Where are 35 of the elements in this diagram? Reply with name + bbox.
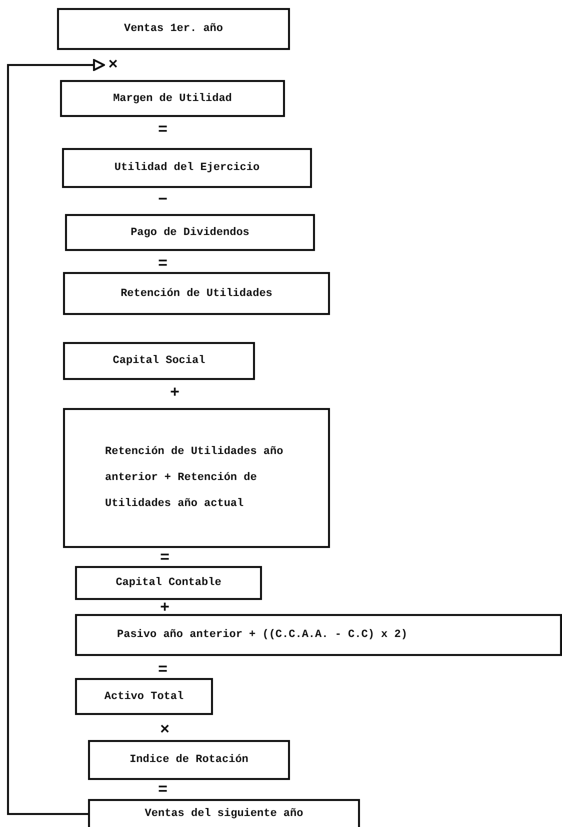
process-box xyxy=(63,342,255,380)
box-text: Capital Contable xyxy=(116,577,222,589)
operator-sign: − xyxy=(158,192,168,208)
process-box xyxy=(63,408,330,548)
operator-sign: × xyxy=(160,722,170,738)
box-text: Pasivo año anterior + ((C.C.A.A. - C.C) x 2) xyxy=(117,628,408,643)
operator-sign: = xyxy=(160,550,170,566)
process-box xyxy=(63,272,330,315)
operator-sign: = xyxy=(158,256,168,272)
process-box xyxy=(88,740,290,780)
box-text: Activo Total xyxy=(104,690,184,702)
process-box xyxy=(75,678,213,715)
process-box xyxy=(65,214,315,251)
operator-sign: × xyxy=(104,56,122,74)
process-box xyxy=(57,8,290,50)
box-text: Pago de Dividendos xyxy=(130,226,250,238)
process-box xyxy=(88,799,360,827)
operator-sign: = xyxy=(158,662,168,678)
process-box xyxy=(75,566,262,600)
process-box xyxy=(62,148,312,188)
box-text: Ventas del siguiente año xyxy=(144,808,304,820)
box-text: Indice de Rotación xyxy=(130,754,248,766)
box-text: Capital Social xyxy=(112,355,206,367)
operator-sign: = xyxy=(158,782,168,798)
arrow xyxy=(7,59,105,815)
box-text: Retención de Utilidades año anterior + Retención de Utilidades año actual xyxy=(105,445,284,512)
box-text: Retención de Utilidades xyxy=(120,288,272,300)
box-text: Utilidad del Ejercicio xyxy=(114,162,260,174)
box-text: Ventas 1er. año xyxy=(124,23,224,35)
process-box xyxy=(60,80,285,117)
operator-sign: = xyxy=(158,122,168,138)
process-box xyxy=(75,614,562,656)
operator-sign: + xyxy=(170,385,180,401)
box-text: Margen de Utilidad xyxy=(113,92,232,104)
operator-sign: + xyxy=(160,600,170,616)
